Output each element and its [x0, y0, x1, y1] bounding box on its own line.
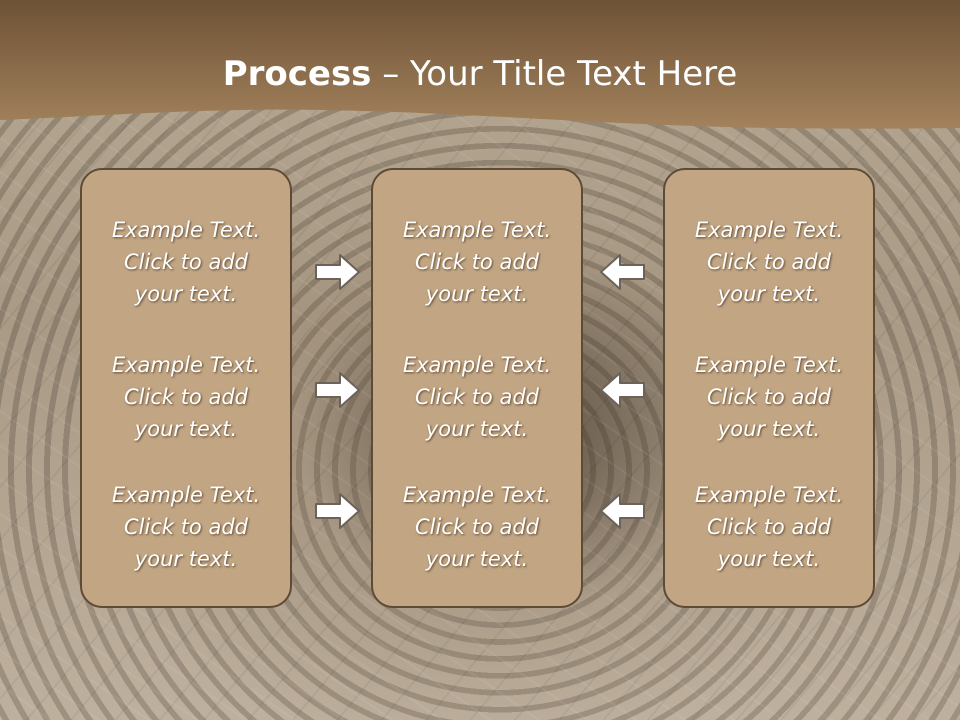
process-box-left[interactable]: Example Text. Click to add your text. Ex… — [80, 168, 292, 608]
right-arrow-icon — [315, 493, 360, 529]
placeholder-text[interactable]: Example Text. Click to add your text. — [402, 353, 552, 441]
placeholder-text[interactable]: Example Text. Click to add your text. — [111, 483, 261, 571]
placeholder-text[interactable]: Example Text. Click to add your text. — [694, 483, 844, 571]
title-bold-part: Process — [222, 54, 372, 94]
right-arrow-icon — [315, 254, 360, 290]
placeholder-text[interactable]: Example Text. Click to add your text. — [694, 353, 844, 441]
placeholder-text[interactable]: Example Text. Click to add your text. — [694, 218, 844, 306]
left-arrow-icon — [600, 254, 645, 290]
right-arrow-icon — [315, 372, 360, 408]
process-box-center[interactable]: Example Text. Click to add your text. Ex… — [371, 168, 583, 608]
left-arrow-icon — [600, 493, 645, 529]
left-arrow-icon — [600, 372, 645, 408]
placeholder-text[interactable]: Example Text. Click to add your text. — [402, 483, 552, 571]
placeholder-text[interactable]: Example Text. Click to add your text. — [402, 218, 552, 306]
slide-title[interactable]: Process – Your Title Text Here — [0, 52, 960, 96]
placeholder-text[interactable]: Example Text. Click to add your text. — [111, 353, 261, 441]
title-rest-part: – Your Title Text Here — [371, 54, 738, 94]
placeholder-text[interactable]: Example Text. Click to add your text. — [111, 218, 261, 306]
header-band — [0, 0, 960, 140]
process-box-right[interactable]: Example Text. Click to add your text. Ex… — [663, 168, 875, 608]
header-wave-shape — [0, 0, 960, 129]
